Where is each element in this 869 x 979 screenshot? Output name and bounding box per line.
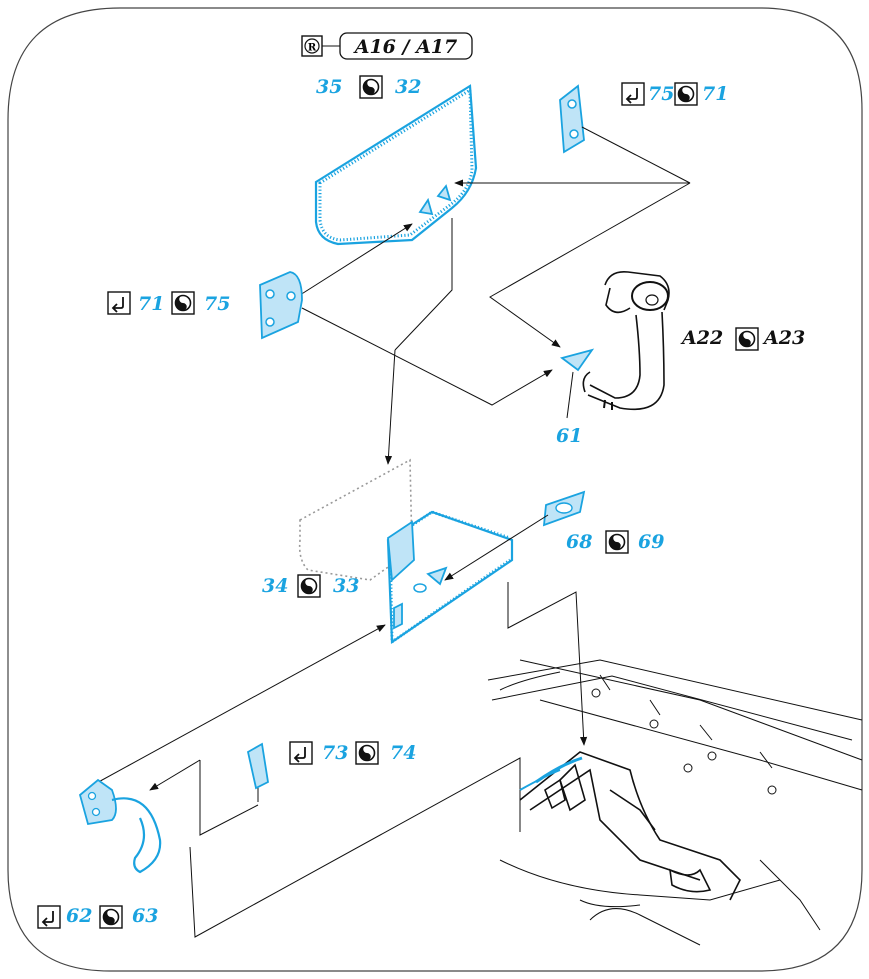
- svg-text:33: 33: [333, 575, 359, 597]
- vehicle-hull-drawing: [487, 659, 863, 946]
- callout-34-33: 34 33: [262, 574, 359, 598]
- bracket-61: [559, 348, 595, 372]
- hook-bracket-62: [78, 778, 162, 874]
- svg-text:32: 32: [395, 76, 421, 98]
- yin-yang-mirror-icon: [99, 905, 123, 929]
- bracket-75-upper: [559, 84, 585, 154]
- fender-panel-upper: [314, 84, 478, 246]
- callout-75-71: 75 71: [621, 82, 728, 106]
- resin-badge: R: [301, 35, 323, 57]
- svg-text:35: 35: [316, 76, 342, 98]
- svg-text:71: 71: [138, 293, 164, 315]
- svg-text:34: 34: [262, 575, 288, 597]
- callout-71-75: 71 75: [107, 291, 230, 315]
- svg-text:61: 61: [556, 425, 582, 447]
- yin-yang-mirror-icon: [735, 327, 759, 351]
- svg-text:R: R: [308, 43, 317, 54]
- exhaust-pipe-A22: [582, 270, 670, 410]
- plate-68: [542, 490, 586, 527]
- fold-icon: [289, 741, 313, 765]
- page-frame: [7, 7, 863, 972]
- part-number-box: [339, 32, 473, 60]
- callout-68-69: 68 69: [566, 530, 664, 554]
- fender-panel-lower: [386, 510, 514, 645]
- yin-yang-mirror-icon: [359, 75, 383, 99]
- callout-62-63: 62 63: [37, 905, 158, 929]
- svg-text:75: 75: [204, 293, 230, 315]
- callout-A22-A23: A22 A23: [680, 327, 805, 351]
- yin-yang-mirror-icon: [355, 741, 379, 765]
- bracket-71-left: [259, 271, 303, 340]
- callout-61: 61: [556, 425, 582, 447]
- svg-text:62: 62: [66, 905, 92, 927]
- yin-yang-mirror-icon: [171, 291, 195, 315]
- svg-text:75: 75: [648, 83, 674, 105]
- fold-icon: [37, 905, 61, 929]
- svg-text:68: 68: [566, 531, 592, 553]
- fold-icon: [621, 82, 645, 106]
- svg-text:63: 63: [132, 905, 158, 927]
- svg-text:A22: A22: [680, 327, 723, 349]
- page-title: A16 / A17: [353, 36, 458, 58]
- svg-text:73: 73: [322, 742, 348, 764]
- bracket-73: [246, 742, 269, 790]
- svg-text:A23: A23: [762, 327, 805, 349]
- svg-text:71: 71: [702, 83, 728, 105]
- callout-73-74: 73 74: [289, 741, 416, 765]
- yin-yang-mirror-icon: [674, 82, 698, 106]
- svg-text:69: 69: [638, 531, 664, 553]
- callout-35-32: 35 32: [316, 75, 421, 99]
- yin-yang-mirror-icon: [605, 530, 629, 554]
- yin-yang-mirror-icon: [297, 574, 321, 598]
- fold-icon: [107, 291, 131, 315]
- svg-text:74: 74: [390, 742, 416, 764]
